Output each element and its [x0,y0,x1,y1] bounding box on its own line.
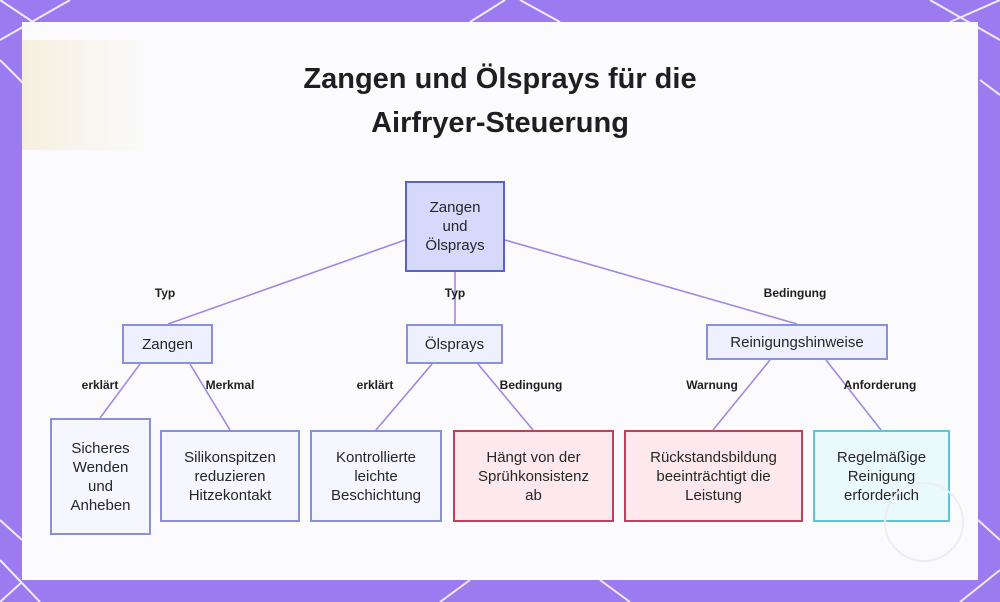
edge-label-typ: Typ [444,286,466,300]
node-reinigungshinweise: Reinigungshinweise [706,324,888,360]
node-label: Zangen [142,335,193,353]
node-label: Rückstandsbildung beeinträchtigt die Lei… [650,448,777,504]
edge-zangen-silikon [189,363,231,431]
node-spruehkonsistenz: Hängt von der Sprühkonsistenz ab [453,430,614,522]
node-label: Zangen und Ölsprays [425,199,485,254]
edge-reinigung-regel [825,359,882,431]
node-label: Reinigungshinweise [730,333,864,351]
edge-root-reinigung [504,239,798,325]
edge-reinigung-rueckstand [712,359,771,431]
edge-label-erklaert: erklärt [356,378,394,392]
edge-label-merkmal: Merkmal [205,378,255,392]
node-label: Ölsprays [424,335,485,353]
node-silikonspitzen: Silikonspitzen reduzieren Hitzekontakt [160,430,300,522]
edge-root-zangen [167,239,406,325]
edge-zangen-sicheres [99,363,141,419]
title-line-2: Airfryer-Steuerung [371,107,629,139]
edge-oelsprays-haengt [477,363,534,431]
edge-label-bedingung: Bedingung [499,378,563,392]
title-line-1: Zangen und Ölsprays für die [303,63,697,95]
node-zangen: Zangen [122,324,213,364]
node-rueckstandsbildung: Rückstandsbildung beeinträchtigt die Lei… [624,430,803,522]
diagram-title: Zangen und Ölsprays für die Airfryer-Ste… [0,57,1000,145]
edge-label-typ: Typ [154,286,176,300]
node-label: Kontrollierte leichte Beschichtung [330,448,422,504]
edge-label-erklaert: erklärt [81,378,119,392]
edge-label-warnung: Warnung [686,378,738,392]
node-sicheres-wenden: Sicheres Wenden und Anheben [50,418,151,535]
edge-oelsprays-kontrolliert [375,363,433,431]
background-blur [22,40,152,150]
node-label: Silikonspitzen reduzieren Hitzekontakt [184,448,276,504]
node-label: Hängt von der Sprühkonsistenz ab [478,448,589,504]
node-kontrollierte-beschichtung: Kontrollierte leichte Beschichtung [310,430,442,522]
watermark-badge [884,482,964,562]
node-zangen-und-oelsprays: Zangen und Ölsprays [405,181,505,272]
node-oelsprays: Ölsprays [406,324,503,364]
edge-label-anforderung: Anforderung [843,378,917,392]
node-label: Sicheres Wenden und Anheben [70,439,131,514]
edge-label-bedingung: Bedingung [763,286,827,300]
